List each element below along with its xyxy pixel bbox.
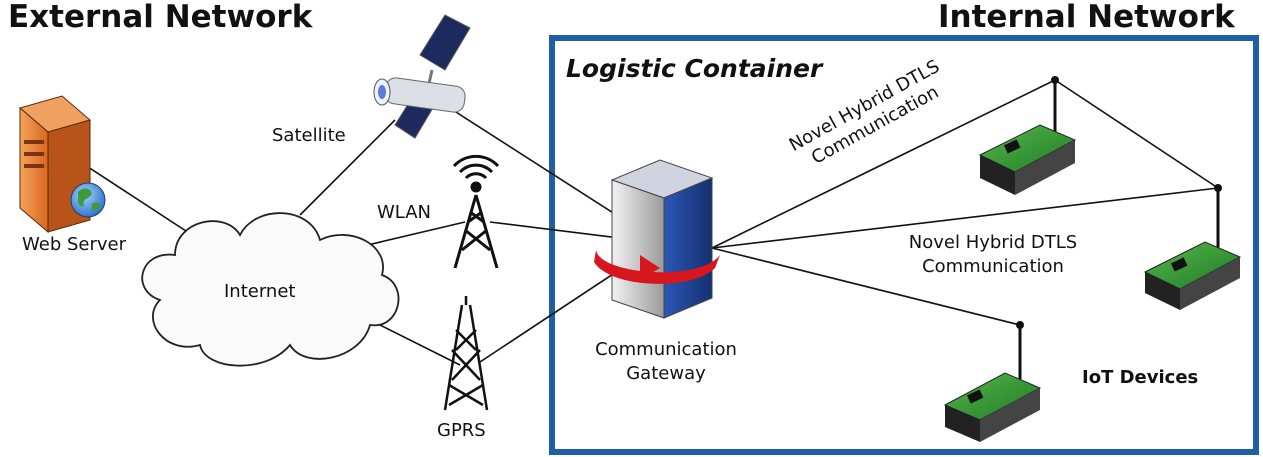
antenna-tower-icon <box>452 154 500 269</box>
globe-icon <box>70 182 106 218</box>
gprs-label: GPRS <box>437 420 486 441</box>
logistic-container-title: Logistic Container <box>566 54 823 83</box>
iot-device-icon <box>943 321 1042 442</box>
satellite-label: Satellite <box>272 125 346 146</box>
dtls-lower-line2: Communication <box>922 256 1064 277</box>
dtls-lower-label: Novel Hybrid DTLS Communication <box>893 234 1093 276</box>
internal-network-heading: Internal Network <box>938 0 1235 35</box>
iot-device-icon <box>1143 184 1242 310</box>
logistic-container-border <box>549 35 1259 455</box>
gateway-label: Communication Gateway <box>586 341 746 383</box>
internet-label: Internet <box>224 281 296 302</box>
iot-device-icon <box>978 76 1077 195</box>
dtls-lower-line1: Novel Hybrid DTLS <box>908 232 1078 253</box>
antenna-tower-icon <box>443 296 489 411</box>
web-server-label: Web Server <box>22 234 126 255</box>
server-icon <box>18 95 92 234</box>
wlan-label: WLAN <box>377 202 432 223</box>
gateway-icon <box>594 159 720 319</box>
cloud-icon <box>141 212 400 367</box>
gateway-label-line1: Communication <box>595 339 737 360</box>
external-network-heading: External Network <box>8 0 313 35</box>
satellite-icon <box>373 14 471 139</box>
gateway-label-line2: Gateway <box>626 363 706 384</box>
iot-devices-label: IoT Devices <box>1082 367 1199 388</box>
